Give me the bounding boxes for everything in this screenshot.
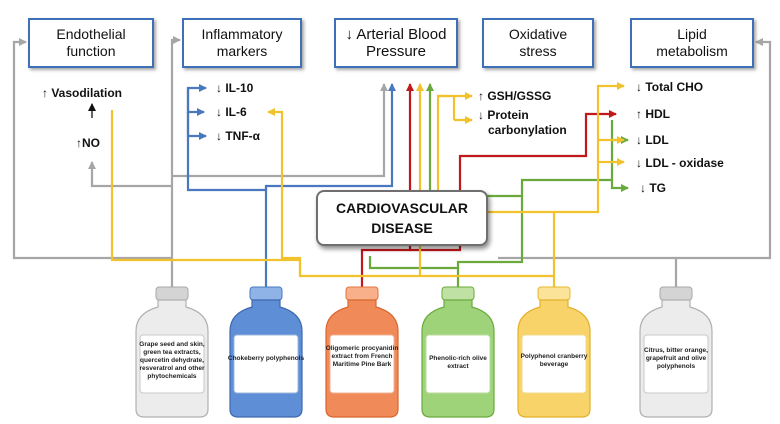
il10-label: ↓ IL-10 — [216, 81, 254, 95]
oxidative-stress-label: Oxidative stress — [508, 26, 568, 59]
endothelial-function-box: Endothelial function — [28, 18, 154, 68]
gray-line-lipid — [674, 38, 772, 290]
carbonylation-label: carbonylation — [488, 123, 567, 137]
inflammatory-markers-box: Inflammatory markers — [182, 18, 302, 68]
lipid-metabolism-label: Lipid metabolism — [656, 26, 728, 59]
endothelial-function-label: Endothelial function — [56, 26, 126, 59]
red-line-bp — [360, 83, 414, 256]
total-cho-label: ↓ Total CHO — [636, 80, 704, 94]
cardiovascular-disease-box: CARDIOVASCULAR DISEASE — [316, 190, 488, 246]
bottle-grape-seed: Grape seed and skin, green tea extracts,… — [124, 285, 220, 420]
gray-bottle-icon — [135, 286, 209, 418]
orange-bottle-icon — [325, 286, 399, 418]
green-line-left — [368, 256, 460, 290]
yellow-line-right — [498, 210, 556, 276]
arterial-blood-pressure-box: ↓ Arterial Blood Pressure — [334, 18, 458, 68]
yellow-line-il6 — [267, 108, 302, 276]
bottle-olive-extract: Phenolic-rich olive extract — [410, 285, 506, 420]
bottle-citrus: Citrus, bitter orange, grapefruit and ol… — [628, 285, 724, 420]
bottle-label: Polyphenol cranberry beverage — [520, 353, 588, 368]
gray-line-inflammatory — [170, 36, 181, 258]
bottle-chokeberry: Chokeberry polyphenols — [218, 285, 314, 420]
blue-line-tnf — [186, 112, 207, 140]
bottle-cranberry: Polyphenol cranberry beverage — [506, 285, 602, 420]
cvd-line-1: CARDIOVASCULAR — [336, 200, 468, 216]
bottle-label: Phenolic-rich olive extract — [429, 355, 487, 370]
lipid-metabolism-box: Lipid metabolism — [630, 18, 754, 68]
bottle-pine-bark: Oligomeric procyanidin extract from Fren… — [314, 285, 410, 420]
vasodilation-label: ↑ Vasodilation — [42, 86, 123, 100]
bottle-label: Oligomeric procyanidin extract from Fren… — [325, 345, 399, 368]
gray-line-endothelial — [12, 38, 174, 290]
green-bottle-icon — [421, 286, 495, 418]
bottle-label: Chokeberry polyphenols — [227, 355, 305, 362]
blue-line-il6 — [186, 88, 205, 116]
green-line-branch — [520, 178, 612, 196]
blue-line-bp — [264, 83, 396, 190]
arterial-blood-pressure-label: ↓ Arterial Blood Pressure — [345, 26, 447, 60]
gsh-gssg-label: ↑ GSH/GSSG — [478, 89, 552, 103]
red-line-hdl — [410, 110, 617, 252]
gray-line-no — [88, 161, 172, 188]
protein-label: ↓ Protein — [478, 108, 529, 122]
yellow-line-totalcho — [554, 82, 625, 214]
blue-bottle-icon — [229, 286, 303, 418]
green-line-bp — [426, 83, 524, 268]
bottle-label: Grape seed and skin, green tea extracts,… — [139, 341, 205, 380]
gray-line-bp — [172, 83, 388, 178]
green-line-ldl — [610, 120, 629, 144]
yellow-bottle-icon — [517, 286, 591, 418]
ldl-oxidase-label: ↓ LDL - oxidase — [636, 156, 724, 170]
inflammatory-markers-label: Inflammatory markers — [201, 26, 283, 59]
hdl-label: ↑ HDL — [636, 107, 670, 121]
tnf-alpha-label: ↓ TNF-α — [216, 129, 261, 143]
cvd-line-2: DISEASE — [371, 220, 433, 236]
gray-bottle-icon — [639, 286, 713, 418]
ldl-label: ↓ LDL — [636, 133, 669, 147]
green-line-tg — [610, 140, 629, 192]
no-label: ↑NO — [76, 136, 100, 150]
blue-line-il10 — [186, 86, 268, 290]
oxidative-stress-box: Oxidative stress — [482, 18, 594, 68]
tg-label: ↓ TG — [640, 181, 666, 195]
il6-label: ↓ IL-6 — [216, 105, 247, 119]
bottle-label: Citrus, bitter orange, grapefruit and ol… — [644, 347, 708, 370]
